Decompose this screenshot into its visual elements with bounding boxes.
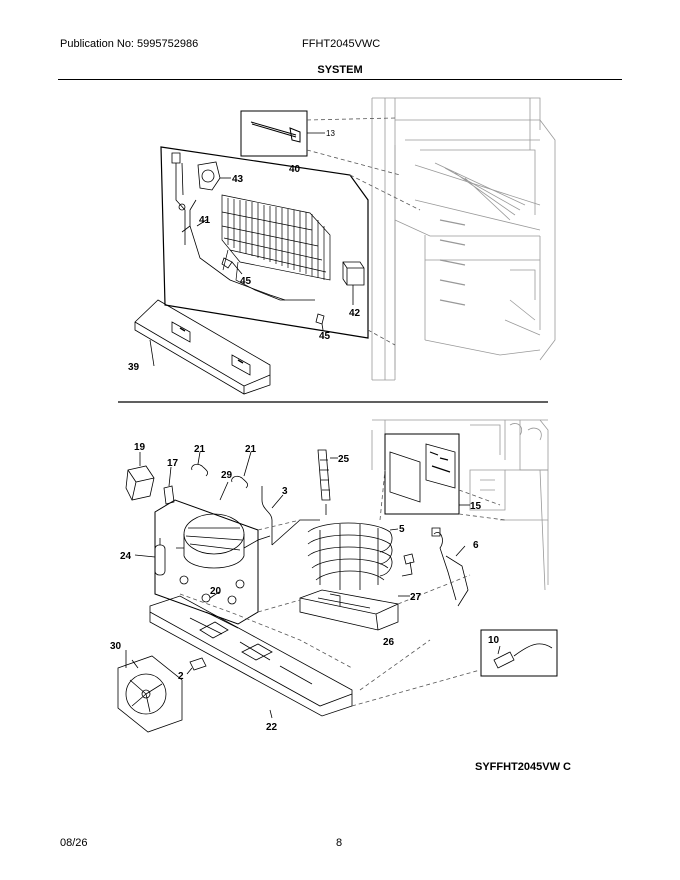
part-19-relay <box>125 452 155 501</box>
part-5-condenser <box>271 519 399 590</box>
cabinet-upper <box>371 97 556 381</box>
part-21-clip-b <box>231 451 252 489</box>
callout-19: 19 <box>134 442 146 453</box>
callout-22: 22 <box>266 722 278 733</box>
part-41-tube <box>181 199 286 301</box>
callout-39: 39 <box>128 362 140 373</box>
part-17-overload <box>163 466 175 505</box>
diagram-code: SYFFHT2045VW C <box>475 761 571 773</box>
evaporator-coil <box>221 194 331 301</box>
callout-5: 5 <box>399 524 405 535</box>
callout-6: 6 <box>473 540 479 551</box>
section-title: SYSTEM <box>317 64 363 76</box>
part-43-fan-motor <box>171 152 231 245</box>
footer-date: 08/26 <box>60 837 88 849</box>
part-22-base-pan <box>149 593 353 719</box>
callout-2: 2 <box>178 671 184 682</box>
part-27-pan <box>299 589 410 631</box>
guide-lines <box>257 469 481 707</box>
part-39-panel <box>134 299 271 395</box>
callout-3: 3 <box>282 486 288 497</box>
header-rule <box>58 79 622 80</box>
callout-26: 26 <box>383 637 395 648</box>
part-13-box <box>240 110 401 176</box>
part-45b-clip <box>315 313 325 325</box>
callout-15: 15 <box>470 501 482 512</box>
callout-24: 24 <box>120 551 132 562</box>
part-42-component <box>342 261 365 305</box>
callout-10: 10 <box>488 635 500 646</box>
part-40-box <box>160 146 421 346</box>
callout-29: 29 <box>221 470 233 481</box>
part-29-compressor-box <box>154 481 271 625</box>
part-10-box <box>480 629 558 677</box>
part-15-box <box>384 433 506 521</box>
callout-43: 43 <box>232 174 244 185</box>
part-30-fan <box>117 650 183 733</box>
callout-17: 17 <box>167 458 179 469</box>
part-25-drier <box>317 449 338 515</box>
publication-number: Publication No: 5995752986 <box>60 38 199 50</box>
model-number: FFHT2045VWC <box>302 38 381 50</box>
part-24-capacitor <box>134 538 166 576</box>
part-3-tube <box>261 486 284 545</box>
callout-42: 42 <box>349 308 361 319</box>
part-2-bracket <box>186 657 207 675</box>
callout-21-right: 21 <box>245 444 257 455</box>
callout-20: 20 <box>210 586 222 597</box>
callout-45-lower: 45 <box>319 331 331 342</box>
part-45a-clip <box>221 257 233 269</box>
callout-41: 41 <box>199 215 211 226</box>
callout-40: 40 <box>289 164 301 175</box>
callout-13: 13 <box>326 129 335 138</box>
part-21-clip-a <box>191 451 209 477</box>
callout-30: 30 <box>110 641 122 652</box>
callout-21-left: 21 <box>194 444 206 455</box>
page-number: 8 <box>336 837 343 849</box>
cabinet-lower <box>371 419 549 591</box>
part-6-harness <box>401 527 469 607</box>
callout-25: 25 <box>338 454 350 465</box>
callout-45-upper: 45 <box>240 276 252 287</box>
callout-27: 27 <box>410 592 422 603</box>
